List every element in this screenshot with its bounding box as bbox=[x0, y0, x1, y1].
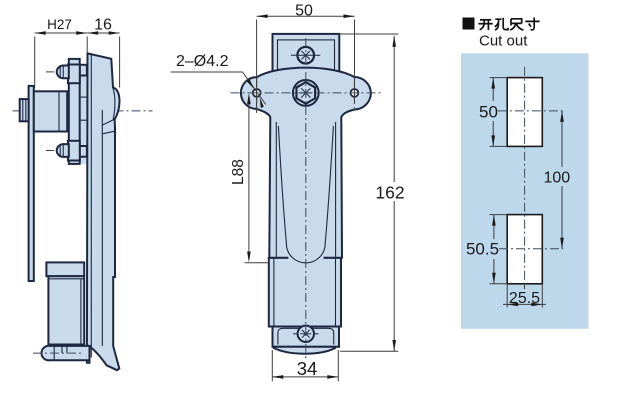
svg-text:16: 16 bbox=[94, 17, 112, 34]
svg-text:100: 100 bbox=[543, 170, 570, 187]
svg-text:2–Ø4.2: 2–Ø4.2 bbox=[176, 53, 229, 70]
svg-text:25.5: 25.5 bbox=[509, 290, 540, 307]
svg-text:50: 50 bbox=[479, 103, 498, 122]
svg-text:50.5: 50.5 bbox=[466, 240, 499, 259]
svg-text:Cut out: Cut out bbox=[479, 33, 528, 50]
svg-text:H27: H27 bbox=[47, 17, 72, 32]
svg-text:L88: L88 bbox=[230, 159, 247, 185]
svg-text:50: 50 bbox=[295, 3, 313, 20]
svg-text:162: 162 bbox=[375, 183, 404, 203]
svg-text:34: 34 bbox=[297, 358, 318, 379]
